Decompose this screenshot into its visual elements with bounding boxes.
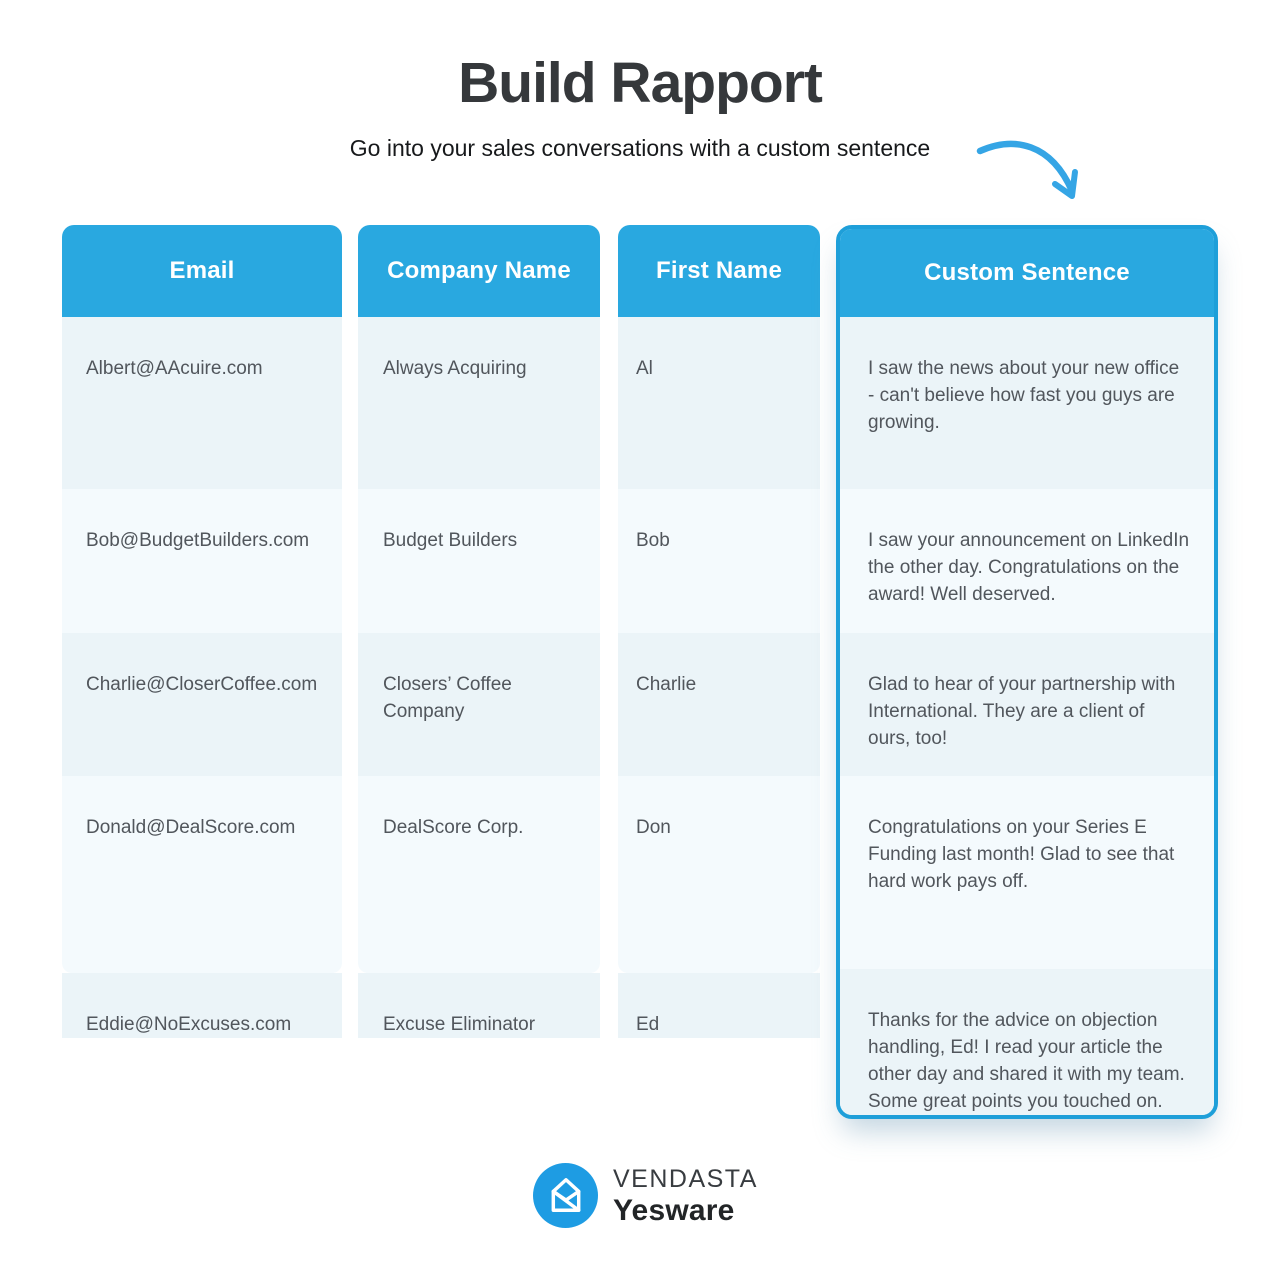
company-cell: Closers’ Coffee Company — [358, 633, 600, 776]
email-cell: Albert@AAcuire.com — [62, 317, 342, 489]
email-cell: Charlie@CloserCoffee.com — [62, 633, 342, 776]
brand-name-yesware: Yesware — [613, 1193, 735, 1227]
email-column: Email Albert@AAcuire.com Bob@BudgetBuild… — [62, 225, 342, 1038]
custom-sentence-cell: I saw your announcement on LinkedIn the … — [840, 489, 1214, 633]
first-name-column: First Name Al Bob Charlie Don Ed — [618, 225, 820, 1038]
company-name-column: Company Name Always Acquiring Budget Bui… — [358, 225, 600, 1038]
company-cell: DealScore Corp. — [358, 776, 600, 973]
open-envelope-icon — [533, 1163, 598, 1228]
brand-name-vendasta: VENDASTA — [613, 1164, 758, 1193]
data-table: Email Albert@AAcuire.com Bob@BudgetBuild… — [62, 225, 1218, 1119]
first-name-cell: Ed — [618, 973, 820, 1038]
company-column-header: Company Name — [358, 225, 600, 317]
custom-sentence-cell: Thanks for the advice on objection handl… — [840, 969, 1214, 1115]
email-cell: Eddie@NoExcuses.com — [62, 973, 342, 1038]
first-name-column-header: First Name — [618, 225, 820, 317]
custom-sentence-cell: Congratulations on your Series E Funding… — [840, 776, 1214, 969]
first-name-cell: Charlie — [618, 633, 820, 776]
company-cell: Excuse Eliminator — [358, 973, 600, 1038]
page-title: Build Rapport — [458, 51, 823, 115]
email-cell: Bob@BudgetBuilders.com — [62, 489, 342, 633]
company-cell: Budget Builders — [358, 489, 600, 633]
custom-sentence-cell: Glad to hear of your partnership with In… — [840, 633, 1214, 776]
first-name-cell: Bob — [618, 489, 820, 633]
curved-arrow-icon — [976, 136, 1082, 208]
custom-sentence-panel: Custom Sentence I saw the news about you… — [836, 225, 1218, 1119]
email-column-header: Email — [62, 225, 342, 317]
custom-sentence-cell: I saw the news about your new office - c… — [840, 317, 1214, 489]
custom-sentence-column-header: Custom Sentence — [840, 229, 1214, 317]
email-cell: Donald@DealScore.com — [62, 776, 342, 973]
company-cell: Always Acquiring — [358, 317, 600, 489]
page-subtitle: Go into your sales conversations with a … — [349, 135, 931, 161]
first-name-cell: Al — [618, 317, 820, 489]
first-name-cell: Don — [618, 776, 820, 973]
vendasta-yesware-logo: VENDASTA Yesware — [533, 1163, 758, 1228]
